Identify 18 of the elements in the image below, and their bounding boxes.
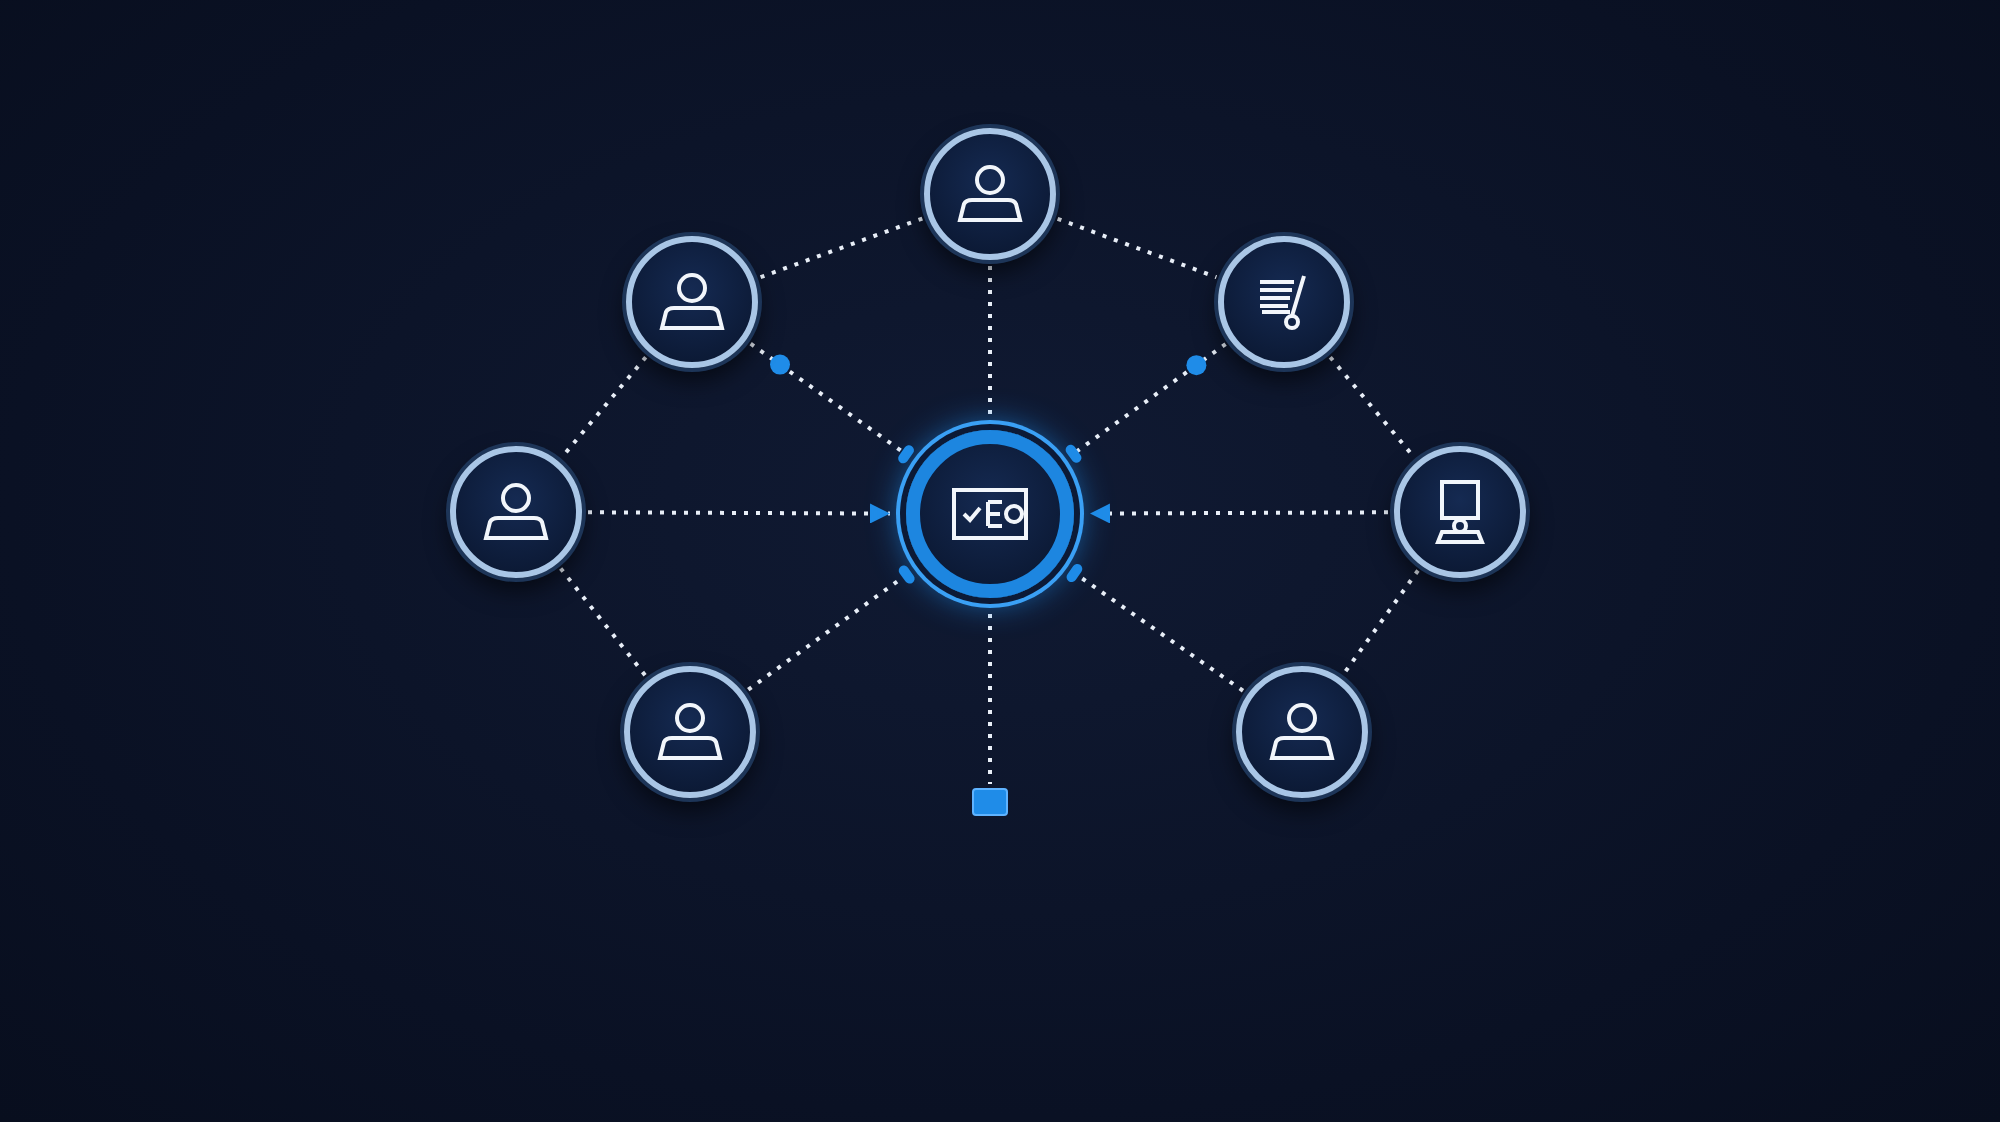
- dotted-connector: [1056, 216, 1218, 280]
- dotted-connector: [1342, 569, 1420, 675]
- dotted-connector: [988, 614, 992, 784]
- icon-circle: [924, 128, 1056, 260]
- arrow: [1090, 503, 1388, 524]
- icon-circle: [1394, 446, 1526, 578]
- dotted-connector: [759, 216, 923, 280]
- dotted-connector: [559, 567, 647, 677]
- dotted-connector: [560, 355, 648, 459]
- icon-circle: [624, 666, 756, 798]
- dotted-connector: [988, 266, 992, 414]
- icon-circle: [626, 236, 758, 368]
- icon-circle: [450, 446, 582, 578]
- package-icon: [972, 787, 1008, 817]
- icon-circle: [1218, 236, 1350, 368]
- icon-circle: [1236, 666, 1368, 798]
- arrow: [588, 503, 890, 524]
- dotted-connector: [1328, 355, 1416, 459]
